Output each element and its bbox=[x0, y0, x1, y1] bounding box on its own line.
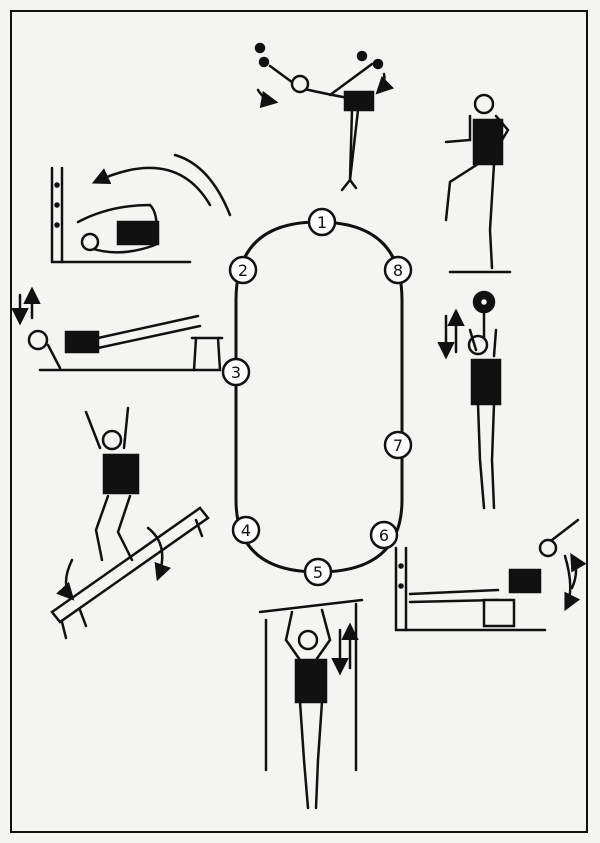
station-marker-6: 6 bbox=[371, 522, 397, 548]
station-number: 1 bbox=[317, 213, 327, 232]
station-number: 5 bbox=[313, 563, 323, 582]
station-marker-8: 8 bbox=[385, 257, 411, 283]
station-number: 4 bbox=[241, 521, 251, 540]
figure-pull-up bbox=[260, 600, 362, 808]
figure-decline-push-up bbox=[20, 290, 222, 370]
station-marker-1: 1 bbox=[309, 209, 335, 235]
station-marker-4: 4 bbox=[233, 517, 259, 543]
station-number: 2 bbox=[238, 261, 248, 280]
figure-wall-bars-roll bbox=[52, 155, 230, 262]
circuit-track bbox=[236, 222, 402, 572]
figure-back-extension bbox=[396, 520, 578, 630]
station-marker-2: 2 bbox=[230, 257, 256, 283]
station-marker-5: 5 bbox=[305, 559, 331, 585]
figure-bench-jump bbox=[52, 408, 208, 638]
figure-forward-bend-dumbbells bbox=[256, 44, 384, 190]
station-number: 8 bbox=[393, 261, 403, 280]
station-number: 7 bbox=[393, 436, 403, 455]
station-number: 3 bbox=[231, 363, 241, 382]
station-markers: 1 2 3 4 5 6 7 8 bbox=[223, 209, 411, 585]
figure-high-knee-march bbox=[446, 95, 510, 272]
station-marker-7: 7 bbox=[385, 432, 411, 458]
station-number: 6 bbox=[379, 526, 389, 545]
station-marker-3: 3 bbox=[223, 359, 249, 385]
figure-overhead-press bbox=[446, 292, 500, 508]
